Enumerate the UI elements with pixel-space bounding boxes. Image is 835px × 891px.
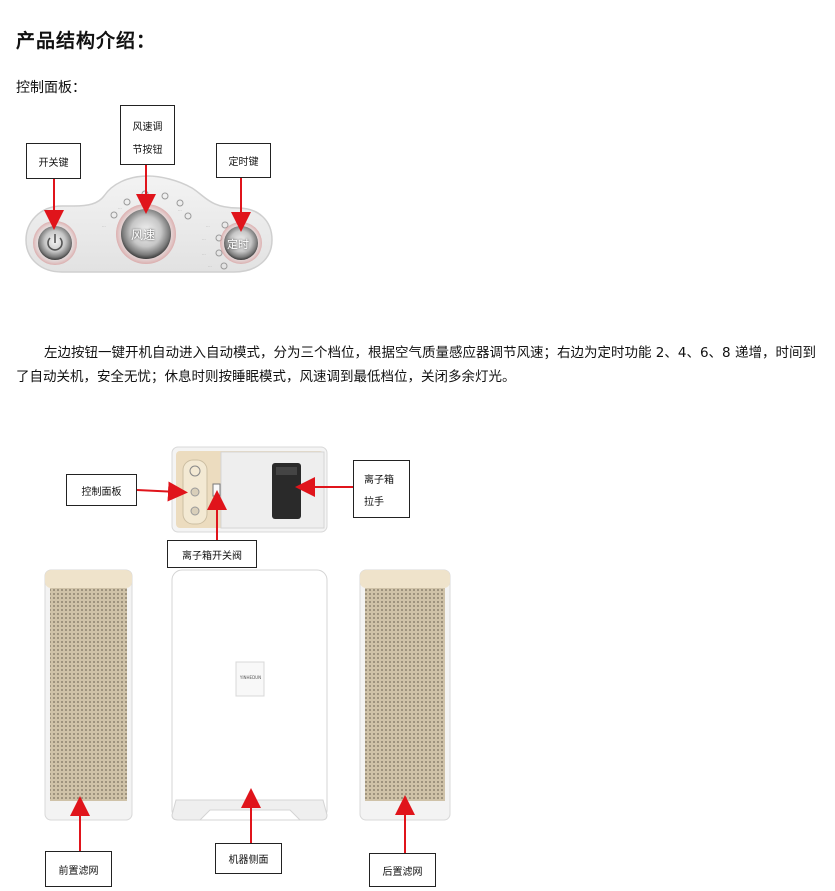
speed-button-label: 风速 <box>131 228 156 242</box>
svg-text:···: ··· <box>178 208 182 213</box>
callout-control-panel: 控制面板 <box>66 474 137 506</box>
machine-side-image <box>171 569 328 821</box>
callout-machine-side: 机器侧面 <box>215 843 282 874</box>
description-paragraph: 左边按钮一键开机自动进入自动模式，分为三个档位，根据空气质量感应器调节风速；右边… <box>16 345 816 385</box>
brand-badge: YINHEDUN <box>239 675 262 680</box>
callout-rear-filter: 后置滤网 <box>369 853 436 887</box>
section-title-control-panel: 控制面板： <box>16 80 86 96</box>
rear-filter-image <box>359 569 451 821</box>
callout-speed-line2: 节按钮 <box>132 145 163 156</box>
svg-text:···: ··· <box>102 224 106 229</box>
callout-front-filter: 前置滤网 <box>45 851 112 887</box>
machine-top-view <box>171 446 328 533</box>
timer-button-label: 定时 <box>227 238 249 251</box>
svg-text:···: ··· <box>118 206 122 211</box>
callout-ion-box-handle-line2: 拉手 <box>364 497 384 508</box>
callout-power: 开关键 <box>26 143 81 179</box>
page-title: 产品结构介绍： <box>16 30 157 52</box>
svg-text:···: ··· <box>202 252 206 257</box>
callout-ion-box-handle: 离子箱 拉手 <box>353 460 410 518</box>
timer-button[interactable] <box>220 222 262 264</box>
callout-timer: 定时键 <box>216 143 271 178</box>
svg-text:···: ··· <box>202 237 206 242</box>
svg-text:···: ··· <box>206 224 210 229</box>
power-button[interactable] <box>33 221 77 265</box>
front-filter-image <box>44 569 133 821</box>
timer-indicator-leds <box>215 221 229 270</box>
power-icon <box>47 234 63 251</box>
callout-ion-box-valve: 离子箱开关阀 <box>167 540 257 568</box>
speed-button[interactable] <box>116 204 176 264</box>
callout-speed-line1: 风速调 <box>132 122 163 133</box>
callout-speed: 风速调 节按钮 <box>120 105 175 165</box>
callout-ion-box-handle-line1: 离子箱 <box>364 475 394 486</box>
svg-text:···: ··· <box>208 264 212 269</box>
